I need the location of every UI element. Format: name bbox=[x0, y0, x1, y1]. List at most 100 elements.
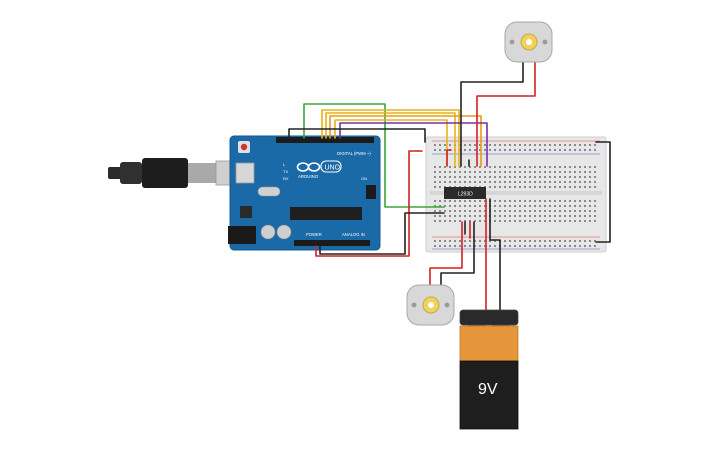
breadboard-hole[interactable] bbox=[564, 186, 566, 188]
breadboard-hole[interactable] bbox=[529, 220, 531, 222]
breadboard-hole[interactable] bbox=[454, 210, 456, 212]
breadboard-hole[interactable] bbox=[509, 210, 511, 212]
breadboard-hole[interactable] bbox=[559, 240, 561, 242]
breadboard-hole[interactable] bbox=[559, 215, 561, 217]
breadboard-hole[interactable] bbox=[594, 186, 596, 188]
breadboard-hole[interactable] bbox=[514, 245, 516, 247]
breadboard-hole[interactable] bbox=[549, 240, 551, 242]
breadboard-hole[interactable] bbox=[524, 181, 526, 183]
breadboard-hole[interactable] bbox=[439, 215, 441, 217]
breadboard-hole[interactable] bbox=[529, 205, 531, 207]
breadboard-hole[interactable] bbox=[459, 149, 461, 151]
breadboard-hole[interactable] bbox=[589, 215, 591, 217]
breadboard-hole[interactable] bbox=[469, 181, 471, 183]
breadboard-hole[interactable] bbox=[584, 215, 586, 217]
breadboard-hole[interactable] bbox=[449, 245, 451, 247]
breadboard-hole[interactable] bbox=[434, 186, 436, 188]
breadboard-hole[interactable] bbox=[574, 220, 576, 222]
breadboard-hole[interactable] bbox=[574, 166, 576, 168]
breadboard-hole[interactable] bbox=[459, 166, 461, 168]
breadboard-hole[interactable] bbox=[574, 181, 576, 183]
breadboard-hole[interactable] bbox=[554, 205, 556, 207]
breadboard-hole[interactable] bbox=[584, 176, 586, 178]
breadboard-hole[interactable] bbox=[484, 144, 486, 146]
breadboard-hole[interactable] bbox=[549, 171, 551, 173]
breadboard-hole[interactable] bbox=[524, 166, 526, 168]
breadboard-hole[interactable] bbox=[539, 215, 541, 217]
wire-orange[interactable] bbox=[329, 115, 482, 167]
breadboard-hole[interactable] bbox=[549, 245, 551, 247]
breadboard-hole[interactable] bbox=[439, 171, 441, 173]
breadboard-hole[interactable] bbox=[499, 176, 501, 178]
breadboard-hole[interactable] bbox=[479, 200, 481, 202]
breadboard-hole[interactable] bbox=[444, 205, 446, 207]
breadboard-hole[interactable] bbox=[469, 171, 471, 173]
breadboard-hole[interactable] bbox=[514, 220, 516, 222]
breadboard-hole[interactable] bbox=[579, 220, 581, 222]
breadboard-hole[interactable] bbox=[524, 205, 526, 207]
motor-top[interactable] bbox=[504, 21, 553, 63]
breadboard-hole[interactable] bbox=[449, 205, 451, 207]
breadboard-hole[interactable] bbox=[529, 186, 531, 188]
breadboard-hole[interactable] bbox=[549, 176, 551, 178]
breadboard-hole[interactable] bbox=[504, 171, 506, 173]
breadboard-hole[interactable] bbox=[554, 240, 556, 242]
breadboard-hole[interactable] bbox=[514, 215, 516, 217]
wire-yellow[interactable] bbox=[321, 109, 460, 167]
breadboard-hole[interactable] bbox=[529, 215, 531, 217]
breadboard-hole[interactable] bbox=[439, 245, 441, 247]
breadboard-hole[interactable] bbox=[444, 220, 446, 222]
breadboard-hole[interactable] bbox=[449, 220, 451, 222]
breadboard-hole[interactable] bbox=[574, 171, 576, 173]
breadboard-hole[interactable] bbox=[549, 200, 551, 202]
breadboard-hole[interactable] bbox=[514, 171, 516, 173]
breadboard-hole[interactable] bbox=[434, 176, 436, 178]
breadboard-hole[interactable] bbox=[594, 215, 596, 217]
breadboard-hole[interactable] bbox=[439, 240, 441, 242]
breadboard-hole[interactable] bbox=[499, 171, 501, 173]
breadboard-hole[interactable] bbox=[544, 205, 546, 207]
digital-header[interactable] bbox=[276, 137, 374, 143]
breadboard-hole[interactable] bbox=[494, 240, 496, 242]
breadboard-hole[interactable] bbox=[499, 210, 501, 212]
breadboard-hole[interactable] bbox=[469, 200, 471, 202]
breadboard-hole[interactable] bbox=[519, 205, 521, 207]
breadboard-hole[interactable] bbox=[529, 149, 531, 151]
breadboard-hole[interactable] bbox=[579, 240, 581, 242]
breadboard-hole[interactable] bbox=[579, 205, 581, 207]
breadboard-hole[interactable] bbox=[449, 176, 451, 178]
breadboard-hole[interactable] bbox=[514, 166, 516, 168]
breadboard-hole[interactable] bbox=[464, 171, 466, 173]
wire-red[interactable] bbox=[429, 221, 463, 286]
breadboard-hole[interactable] bbox=[474, 205, 476, 207]
breadboard-hole[interactable] bbox=[489, 186, 491, 188]
breadboard-hole[interactable] bbox=[489, 166, 491, 168]
breadboard-hole[interactable] bbox=[524, 171, 526, 173]
breadboard-hole[interactable] bbox=[469, 205, 471, 207]
breadboard-hole[interactable] bbox=[454, 220, 456, 222]
breadboard-hole[interactable] bbox=[589, 200, 591, 202]
breadboard-hole[interactable] bbox=[464, 176, 466, 178]
breadboard-hole[interactable] bbox=[479, 166, 481, 168]
breadboard-hole[interactable] bbox=[544, 245, 546, 247]
breadboard-hole[interactable] bbox=[469, 210, 471, 212]
breadboard-hole[interactable] bbox=[539, 186, 541, 188]
breadboard-hole[interactable] bbox=[539, 240, 541, 242]
breadboard-hole[interactable] bbox=[459, 171, 461, 173]
breadboard-hole[interactable] bbox=[494, 176, 496, 178]
breadboard-hole[interactable] bbox=[569, 186, 571, 188]
breadboard-hole[interactable] bbox=[489, 245, 491, 247]
breadboard-hole[interactable] bbox=[539, 149, 541, 151]
breadboard-hole[interactable] bbox=[434, 149, 436, 151]
breadboard-hole[interactable] bbox=[494, 171, 496, 173]
breadboard-hole[interactable] bbox=[519, 144, 521, 146]
breadboard-hole[interactable] bbox=[559, 210, 561, 212]
breadboard-hole[interactable] bbox=[544, 240, 546, 242]
breadboard-hole[interactable] bbox=[579, 166, 581, 168]
breadboard-hole[interactable] bbox=[504, 200, 506, 202]
breadboard-hole[interactable] bbox=[459, 144, 461, 146]
breadboard-hole[interactable] bbox=[474, 181, 476, 183]
breadboard[interactable]: L293D bbox=[425, 136, 607, 253]
breadboard-hole[interactable] bbox=[539, 220, 541, 222]
breadboard-hole[interactable] bbox=[494, 215, 496, 217]
